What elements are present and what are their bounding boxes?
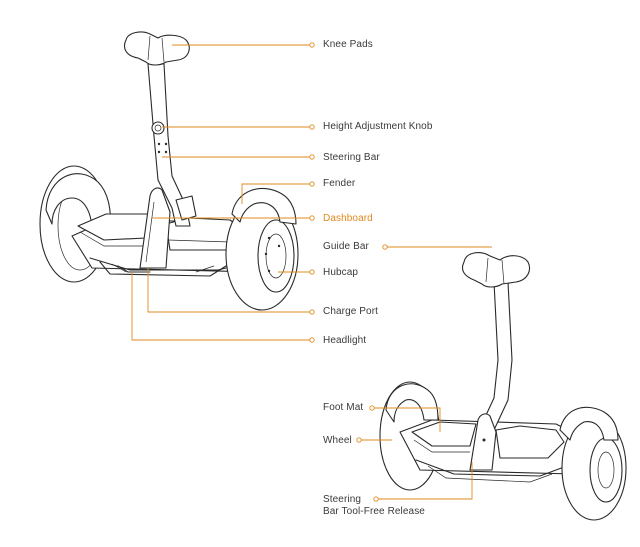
label-wheel: Wheel [323,435,352,446]
label-dashboard: Dashboard [323,213,373,224]
dashboard [175,195,197,221]
hubcap [257,219,295,293]
right-fender [231,187,297,225]
foot-mat [411,421,477,447]
knee-pads [123,31,190,66]
label-steering-release-line1: Steering [323,494,362,505]
label-charge-port: Charge Port [323,306,379,317]
scooter-rear-view [379,252,627,521]
label-foot-mat: Foot Mat [323,402,364,413]
steering-stem [147,63,191,227]
label-hubcap: Hubcap [323,267,359,278]
label-steering-bar: Steering Bar [323,152,380,163]
height-adjustment-knob [151,121,165,135]
label-guide-bar: Guide Bar [323,241,369,252]
steering-bar-release [469,413,497,471]
scooter-front-view [39,31,299,311]
label-height-adjustment-knob: Height Adjustment Knob [323,121,433,132]
label-knee-pads: Knee Pads [323,39,373,50]
label-headlight: Headlight [323,335,367,346]
leader-lines [131,42,492,502]
label-fender: Fender [323,178,356,189]
label-steering-release-line2: Bar Tool-Free Release [323,506,425,517]
